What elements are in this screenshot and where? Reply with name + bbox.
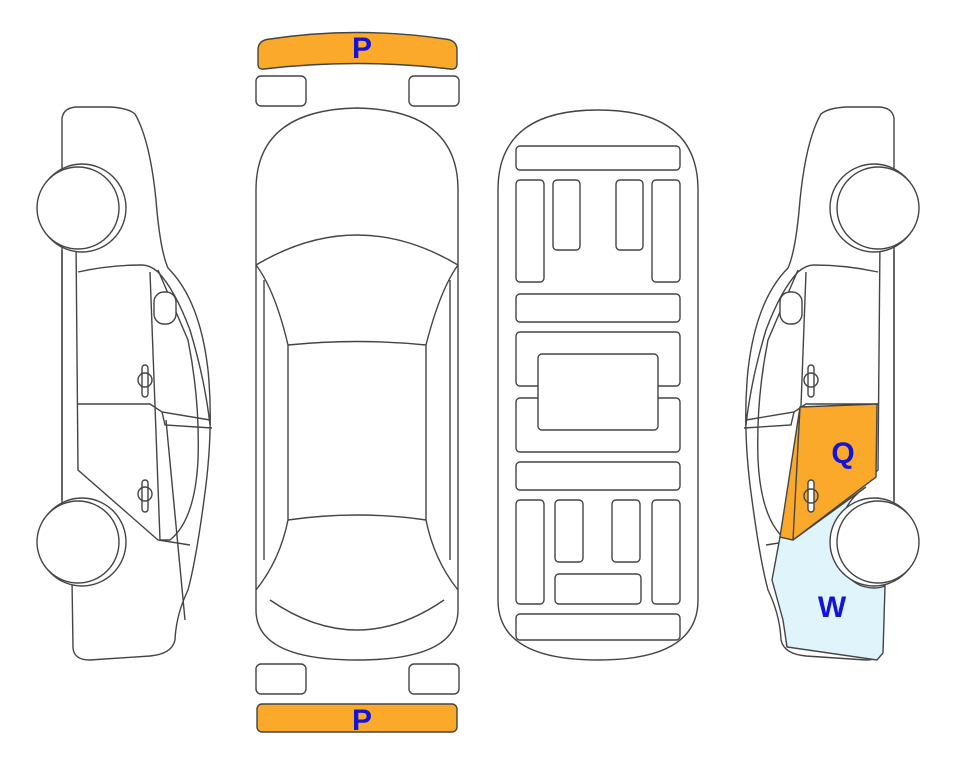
front-bumper-damage-label: P xyxy=(352,32,372,65)
car-underside-view[interactable] xyxy=(497,109,699,661)
car-right-side-view[interactable]: Q W xyxy=(743,106,920,661)
rear-bumper-damage-label: P xyxy=(352,704,372,737)
rear-bumper-damage[interactable] xyxy=(256,703,458,733)
door-handle-icon xyxy=(141,364,149,398)
car-left-side-view[interactable] xyxy=(36,106,213,661)
rear-wheel xyxy=(36,500,120,584)
car-top-view[interactable]: P P xyxy=(255,31,460,737)
door-handle-icon xyxy=(141,479,149,513)
right-rear-quarter-damage-label: W xyxy=(818,591,847,624)
front-bumper-damage[interactable] xyxy=(257,31,458,70)
front-wheel xyxy=(36,166,120,250)
right-rear-door-damage[interactable] xyxy=(779,403,878,541)
right-rear-door-damage-label: Q xyxy=(831,437,854,470)
